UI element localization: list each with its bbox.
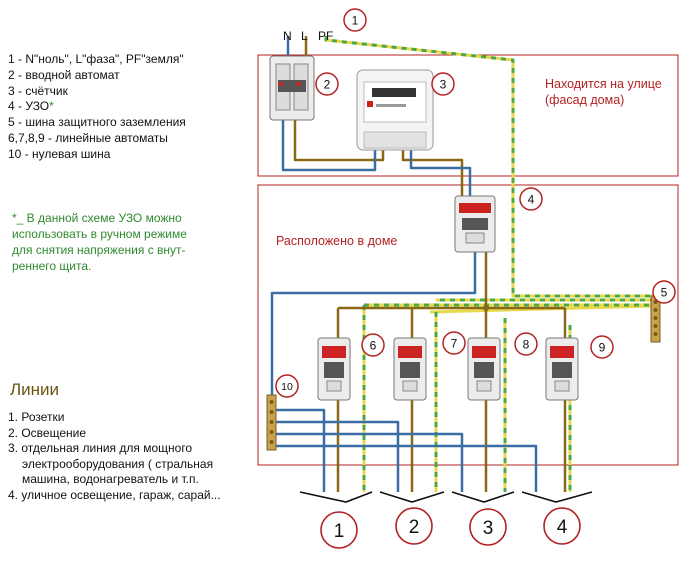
lines-item-1: 1. Розетки	[8, 410, 65, 424]
legend-star: *	[49, 99, 54, 114]
outside-box-label-line-2: (фасад дома)	[545, 93, 625, 107]
callout-7: 7	[442, 331, 466, 355]
neutral-bus	[266, 394, 277, 451]
callout-6-label: 6	[370, 339, 377, 353]
callout-9-label: 9	[599, 341, 606, 355]
legend: 1 - N"ноль", L"фаза", PF"земля" 2 - ввод…	[8, 52, 186, 163]
callout-10: 10	[275, 374, 299, 398]
legend-item-1: 1 - N"ноль", L"фаза", PF"земля"	[8, 52, 184, 66]
callout-2-label: 2	[324, 78, 331, 92]
rcd-note: *_ В данной схеме УЗО можно использовать…	[12, 210, 187, 274]
rcd-note-line-4: реннего щита.	[12, 259, 92, 273]
legend-item-3: 3 - счётчик	[8, 83, 68, 98]
callout-7-label: 7	[451, 337, 458, 351]
output-braces	[299, 491, 593, 503]
legend-item-4: 4 - УЗО*	[8, 99, 186, 115]
outside-box-label: Находится на улице (фасад дома)	[545, 76, 662, 108]
neutral-wire	[270, 36, 538, 492]
line-circle-2-label: 2	[409, 517, 420, 538]
rcd-device	[454, 195, 496, 253]
line-circle-2: 2	[395, 507, 433, 545]
outside-box	[257, 54, 679, 177]
rcd-note-line-3: для снятия напряжения с внут-	[12, 243, 186, 257]
line-circle-3-label: 3	[483, 518, 494, 539]
outside-box-label-line-1: Находится на улице	[545, 77, 662, 91]
legend-item-4-text: 4 - УЗО	[8, 99, 50, 114]
legend-item-2: 2 - вводной автомат	[8, 67, 120, 82]
inside-box-label: Расположено в доме	[276, 234, 398, 248]
line-breaker-6	[317, 337, 351, 401]
line-breaker-7	[393, 337, 427, 401]
callout-3: 3	[431, 72, 455, 96]
rcd-note-line-1: *_ В данной схеме УЗО можно	[12, 211, 182, 225]
lines-item-3-cont-2: машина, водонагреватель и т.п.	[22, 472, 199, 487]
callout-3-label: 3	[440, 78, 447, 92]
electricity-meter	[356, 69, 434, 151]
line-circle-1: 1	[320, 511, 358, 549]
earth-bus	[650, 295, 661, 343]
lines-list: 1. Розетки 2. Освещение 3. отдельная лин…	[8, 410, 221, 504]
callout-9: 9	[590, 335, 614, 359]
callout-1-label: 1	[352, 14, 359, 28]
phase-junction	[483, 305, 489, 311]
callout-1: 1	[343, 8, 367, 32]
wire-label-pf: PF	[318, 29, 333, 43]
legend-item-7: 10 - нулевая шина	[8, 146, 111, 161]
callout-6: 6	[361, 333, 385, 357]
line-breaker-8	[467, 337, 501, 401]
callout-4-label: 4	[528, 193, 535, 207]
lines-item-2: 2. Освещение	[8, 425, 87, 440]
line-circle-1-label: 1	[334, 521, 345, 542]
lines-title: Линии	[10, 380, 60, 399]
lines-item-4: 4. уличное освещение, гараж, сарай...	[8, 487, 221, 502]
line-breaker-9	[545, 337, 579, 401]
callout-8: 8	[514, 332, 538, 356]
callout-10-label: 10	[281, 381, 293, 393]
line-circle-3: 3	[469, 508, 507, 546]
callout-4: 4	[519, 187, 543, 211]
lines-item-3: 3. отдельная линия для мощного	[8, 441, 193, 456]
callouts: 1 2 3 4 5 6 7 8	[275, 8, 676, 398]
line-circle-4-label: 4	[557, 517, 568, 538]
inside-box	[257, 184, 679, 466]
callout-2: 2	[315, 72, 339, 96]
wire-label-n: N	[283, 29, 292, 43]
line-circles: 1 2 3 4	[320, 507, 581, 549]
callout-5: 5	[652, 280, 676, 304]
line-circle-4: 4	[543, 507, 581, 545]
main-breaker	[269, 55, 315, 121]
lines-item-3-cont-1: электрооборудования ( стральная	[22, 456, 214, 471]
legend-item-5: 5 - шина защитного заземления	[8, 115, 186, 130]
rcd-note-line-2: использовать в ручном режиме	[12, 227, 187, 241]
wire-label-l: L	[301, 29, 308, 43]
callout-8-label: 8	[523, 338, 530, 352]
legend-item-6: 6,7,8,9 - линейные автоматы	[8, 130, 168, 145]
callout-5-label: 5	[661, 286, 668, 300]
